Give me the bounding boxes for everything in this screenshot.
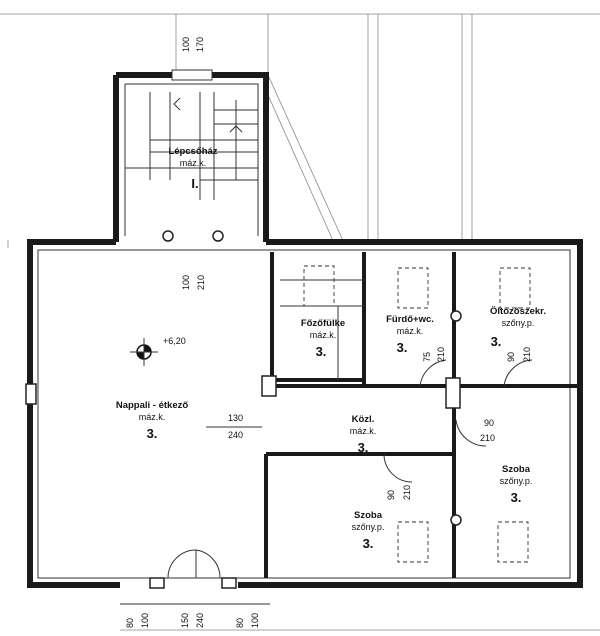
dim-room-door-a: 90 — [386, 490, 396, 500]
dim-opening-a: 130 — [228, 413, 243, 423]
bath-level: 3. — [397, 340, 408, 355]
bath-floor: máz.k. — [397, 326, 424, 336]
living-floor: máz.k. — [139, 412, 166, 422]
room1-floor: szőny.p. — [352, 522, 385, 532]
dim-bath-door-a: 75 — [422, 352, 432, 362]
dim-stair-door-b: 210 — [196, 275, 206, 290]
dim-bottom-1: 80 — [125, 618, 135, 628]
doors — [167, 359, 533, 579]
dim-bottom-4: 240 — [195, 613, 205, 628]
dim-bottom-2: 100 — [140, 613, 150, 628]
dim-top-a: 100 — [181, 37, 191, 52]
dim-stair-door-a: 100 — [181, 275, 191, 290]
hall-name: Közl. — [352, 414, 375, 425]
dim-bottom-3: 150 — [180, 613, 190, 628]
dressing-level: 3. — [491, 334, 502, 349]
dim-bottom-5: 80 — [235, 618, 245, 628]
kitchen-level: 3. — [316, 344, 327, 359]
bath-name: Fürdő+wc. — [386, 314, 434, 325]
dressing-floor: szőny.p. — [502, 318, 535, 328]
elevation-marker-icon — [130, 338, 158, 366]
dim-bath-door-b: 210 — [436, 347, 446, 362]
equipment — [280, 265, 531, 563]
dim-dress-door-b: 210 — [522, 347, 532, 362]
room2-name: Szoba — [502, 464, 531, 475]
dim-top-b: 170 — [195, 37, 205, 52]
elevation-label: +6,20 — [163, 336, 186, 346]
room2-floor: szőny.p. — [500, 476, 533, 486]
walls — [27, 72, 583, 588]
room1-name: Szoba — [354, 510, 383, 521]
stair-name: Lépcsőház — [168, 146, 217, 157]
hall-level: 3. — [358, 440, 369, 455]
windows — [25, 69, 462, 589]
room1-level: 3. — [363, 536, 374, 551]
living-level: 3. — [147, 426, 158, 441]
dimensions: 100 170 100 210 75 210 90 210 90 210 130… — [120, 37, 532, 628]
staircase — [125, 92, 258, 200]
context-lines — [0, 13, 600, 631]
dim-dress-door-a: 90 — [506, 352, 516, 362]
dressing-name: Öltözőszekr. — [490, 306, 546, 317]
dim-room-door-b: 210 — [402, 485, 412, 500]
dim-hall-right-a: 90 — [484, 418, 494, 428]
kitchen-floor: máz.k. — [310, 330, 337, 340]
stair-floor: máz.k. — [180, 158, 207, 168]
dim-opening-b: 240 — [228, 430, 243, 440]
hall-floor: máz.k. — [350, 426, 377, 436]
living-name: Nappali - étkező — [116, 400, 189, 411]
dim-bottom-6: 100 — [250, 613, 260, 628]
kitchen-name: Főzőfülke — [301, 318, 345, 329]
stair-level: I. — [191, 176, 198, 191]
dim-hall-right-b: 210 — [480, 433, 495, 443]
room2-level: 3. — [511, 490, 522, 505]
